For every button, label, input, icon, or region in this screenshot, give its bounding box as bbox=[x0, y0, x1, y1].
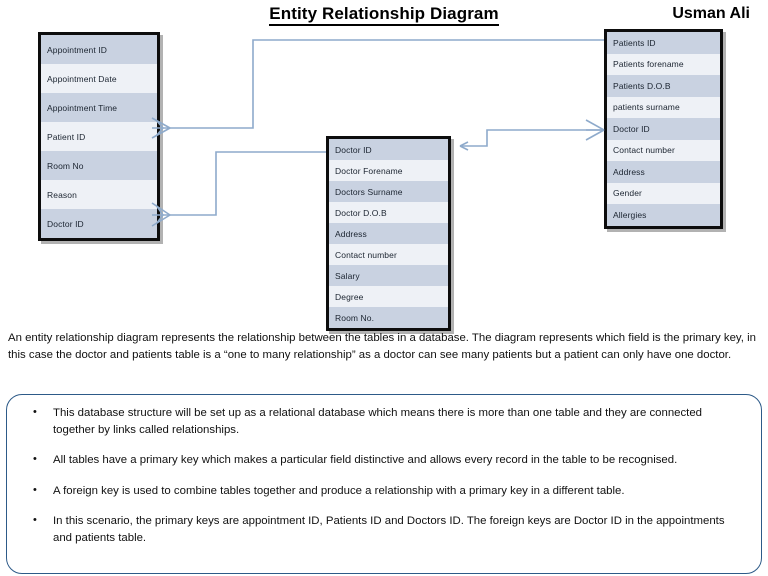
patients-table[interactable]: Patients ID Patients forename Patients D… bbox=[604, 29, 723, 229]
table-row: Doctor ID bbox=[41, 209, 157, 238]
table-row: Doctors Surname bbox=[329, 181, 448, 202]
list-item: In this scenario, the primary keys are a… bbox=[29, 512, 745, 546]
table-row: Address bbox=[607, 161, 720, 183]
table-row: Doctor ID bbox=[607, 118, 720, 140]
list-item: All tables have a primary key which make… bbox=[29, 451, 745, 469]
page-title-text: Entity Relationship Diagram bbox=[269, 4, 499, 26]
doctor-table[interactable]: Doctor ID Doctor Forename Doctors Surnam… bbox=[326, 136, 451, 331]
author-name: Usman Ali bbox=[672, 5, 750, 22]
table-row: Allergies bbox=[607, 204, 720, 226]
table-row: Contact number bbox=[607, 139, 720, 161]
wire-patients-to-doctor bbox=[460, 129, 604, 147]
table-row: Room No. bbox=[329, 307, 448, 328]
table-row: Patient ID bbox=[41, 122, 157, 151]
table-row: Contact number bbox=[329, 244, 448, 265]
table-row: Gender bbox=[607, 182, 720, 204]
list-item: This database structure will be set up a… bbox=[29, 404, 745, 438]
table-row: Doctor Forename bbox=[329, 160, 448, 181]
table-row: Patients ID bbox=[607, 32, 720, 54]
table-row: Degree bbox=[329, 286, 448, 307]
bullet-list: This database structure will be set up a… bbox=[7, 395, 761, 546]
table-row: patients surname bbox=[607, 96, 720, 118]
table-row: Doctor ID bbox=[329, 139, 448, 160]
relationship-connectors bbox=[170, 39, 604, 216]
table-row: Patients forename bbox=[607, 53, 720, 75]
table-row: Reason bbox=[41, 180, 157, 209]
list-item: A foreign key is used to combine tables … bbox=[29, 482, 745, 500]
page-title: Entity Relationship Diagram bbox=[0, 4, 768, 26]
description-paragraph: An entity relationship diagram represent… bbox=[8, 332, 756, 361]
table-row: Salary bbox=[329, 265, 448, 286]
table-row: Doctor D.O.B bbox=[329, 202, 448, 223]
wire-doctor-to-appointment bbox=[170, 151, 326, 216]
table-row: Appointment Time bbox=[41, 93, 157, 122]
table-row: Appointment Date bbox=[41, 64, 157, 93]
appointment-table[interactable]: Appointment ID Appointment Date Appointm… bbox=[38, 32, 160, 241]
table-row: Address bbox=[329, 223, 448, 244]
table-row: Patients D.O.B bbox=[607, 75, 720, 97]
wire-patients-to-appointment bbox=[170, 39, 604, 129]
table-row: Room No bbox=[41, 151, 157, 180]
table-row: Appointment ID bbox=[41, 35, 157, 64]
bullet-points-box: This database structure will be set up a… bbox=[6, 394, 762, 574]
